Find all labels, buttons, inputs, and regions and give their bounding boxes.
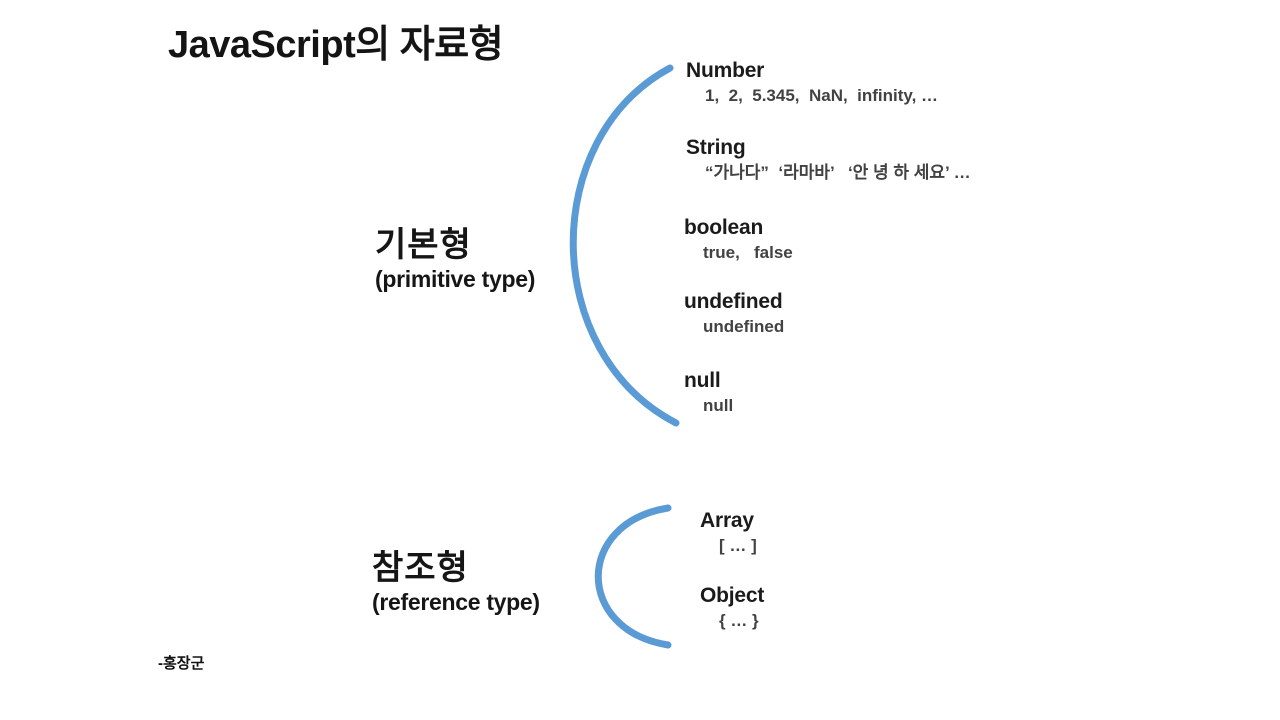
type-example: “가나다” ‘라마바’ ‘안 녕 하 세요’ … [705,163,971,182]
reference-group-label-ko: 참조형 [372,549,469,587]
primitive-brace-curve [569,64,680,427]
reference-group-label-en: (reference type) [372,589,540,615]
slide-title: JavaScript의 자료형 [168,24,504,66]
type-name: Array [700,509,754,532]
reference-group-label: 참조형 (reference type) [372,548,540,616]
primitive-group-label-en: (primitive type) [375,266,536,292]
type-item-string: String “가나다” ‘라마바’ ‘안 녕 하 세요’ … [686,136,971,184]
type-name: Number [686,59,765,82]
type-name: Object [700,584,765,607]
type-item-null: null null [684,369,733,417]
type-item-boolean: boolean true, false [684,216,793,264]
type-name: String [686,136,746,159]
primitive-group-label-ko: 기본형 [375,226,472,264]
type-item-undefined: undefined undefined [684,290,784,338]
type-example: 1, 2, 5.345, NaN, infinity, … [705,86,939,105]
type-name: boolean [684,216,764,239]
type-example: true, false [703,243,793,262]
type-example: null [703,396,734,415]
type-name: null [684,369,721,392]
type-item-object: Object { … } [700,584,764,632]
reference-brace-curve [594,504,672,649]
type-item-number: Number 1, 2, 5.345, NaN, infinity, … [686,59,938,107]
primitive-group-label: 기본형 (primitive type) [375,225,535,293]
author-signature: -홍장군 [158,655,205,672]
type-example: [ … ] [719,536,757,555]
type-name: undefined [684,290,783,313]
type-item-array: Array [ … ] [700,509,757,557]
type-example: undefined [703,317,785,336]
type-example: { … } [719,611,759,630]
